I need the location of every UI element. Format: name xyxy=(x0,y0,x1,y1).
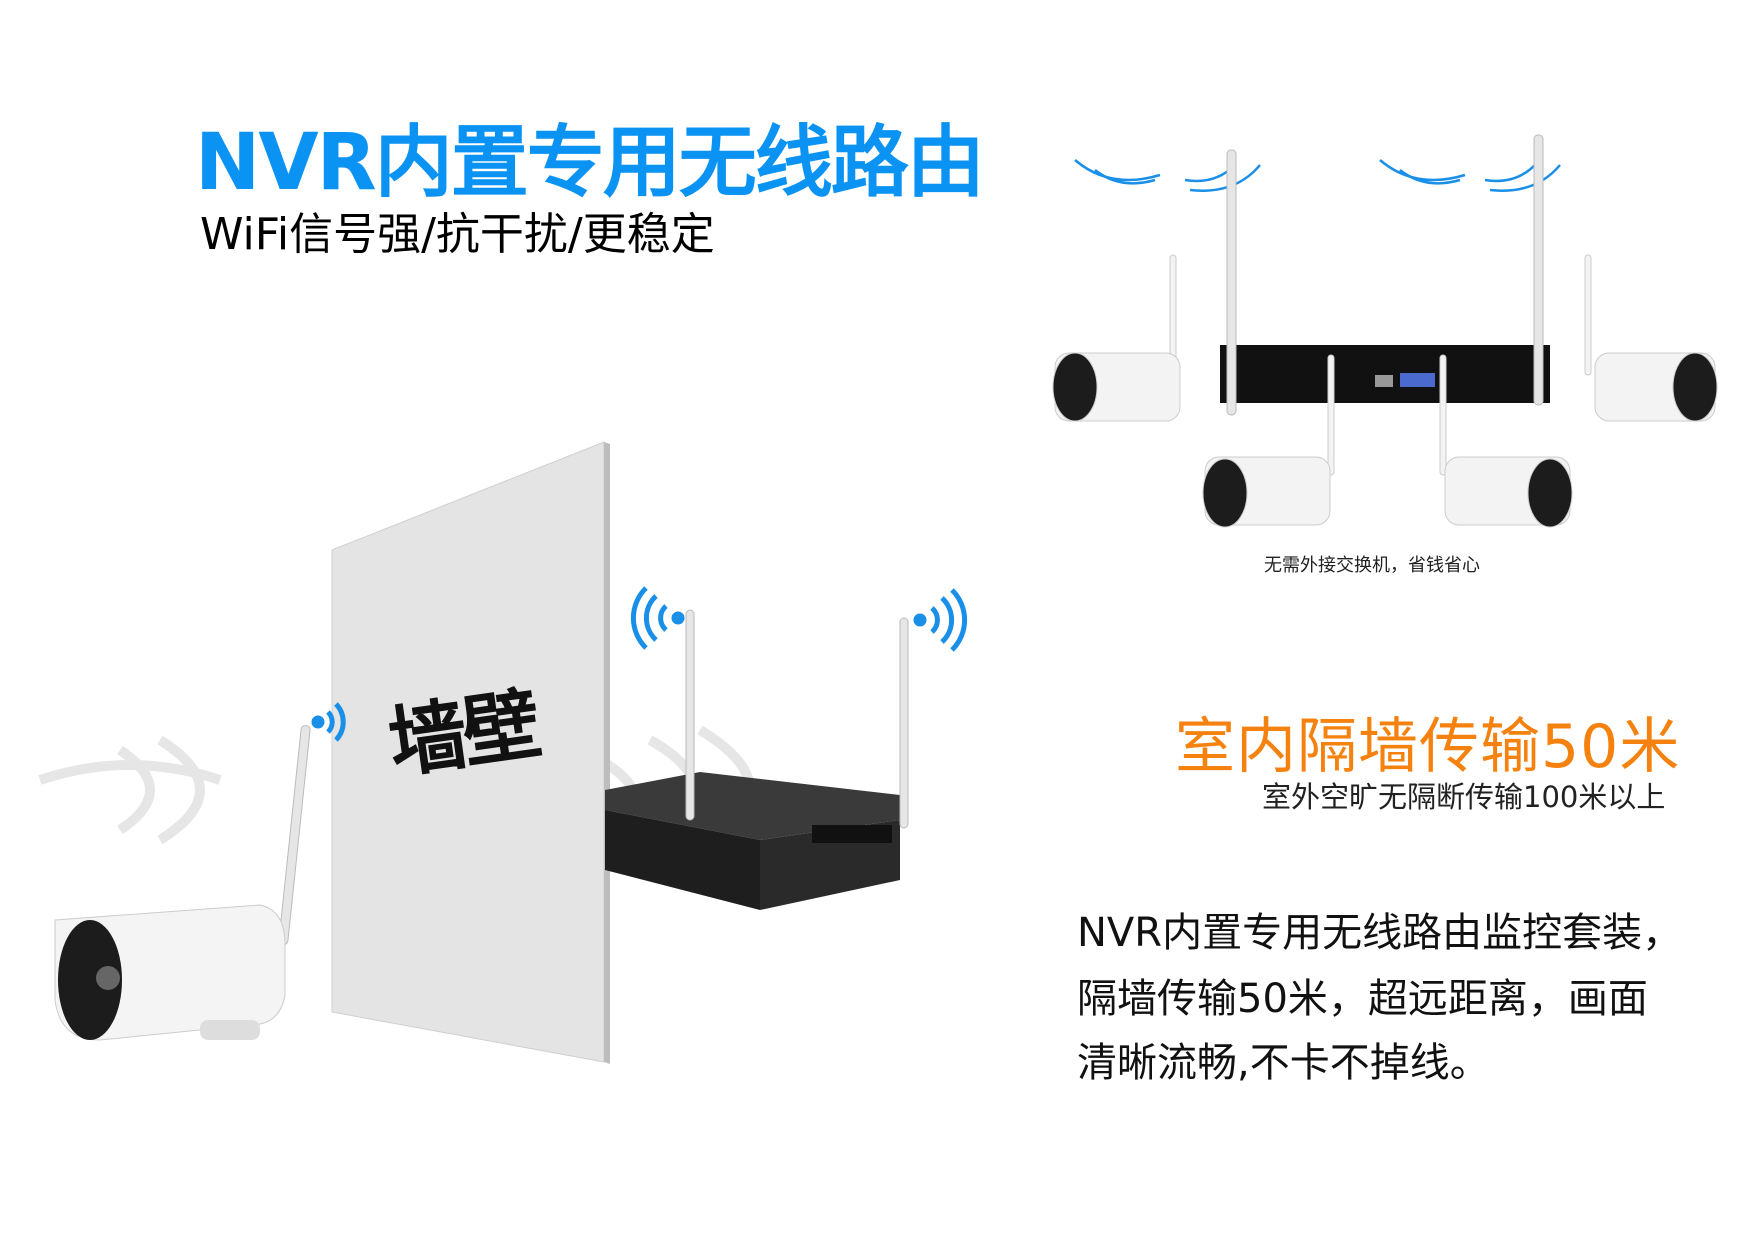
wall-scene-illustration xyxy=(38,441,968,1064)
antenna-right xyxy=(899,617,909,829)
page-title: NVR内置专用无线路由 xyxy=(195,118,985,208)
nvr-antenna xyxy=(1226,149,1237,416)
bullet-camera xyxy=(54,725,311,1041)
nvr-box xyxy=(1220,345,1550,403)
feature-headline: 室内隔墙传输50米 xyxy=(1175,712,1681,782)
antenna-left xyxy=(685,609,695,821)
nvr-system-illustration xyxy=(1052,134,1718,528)
wall-edge xyxy=(604,442,610,1064)
description-line: NVR内置专用无线路由监控套装， xyxy=(1077,910,1683,956)
feature-subline: 室外空旷无隔断传输100米以上 xyxy=(1262,780,1666,814)
diagram-caption: 无需外接交换机，省钱省心 xyxy=(1264,555,1480,576)
camera-group xyxy=(1052,254,1718,528)
wifi-icon xyxy=(311,586,968,742)
signal-waves-icon xyxy=(1074,159,1561,192)
description-line: 清晰流畅,不卡不掉线。 xyxy=(1077,1040,1490,1086)
nvr-antenna xyxy=(1533,134,1544,406)
lan-port xyxy=(1375,375,1393,387)
page-subtitle: WiFi信号强/抗干扰/更稳定 xyxy=(200,209,715,260)
nvr-recorder xyxy=(605,772,900,910)
wall-label: 墙壁 xyxy=(383,680,543,790)
vga-port xyxy=(1400,373,1435,387)
description-line: 隔墙传输50米，超远距离，画面 xyxy=(1077,976,1648,1022)
